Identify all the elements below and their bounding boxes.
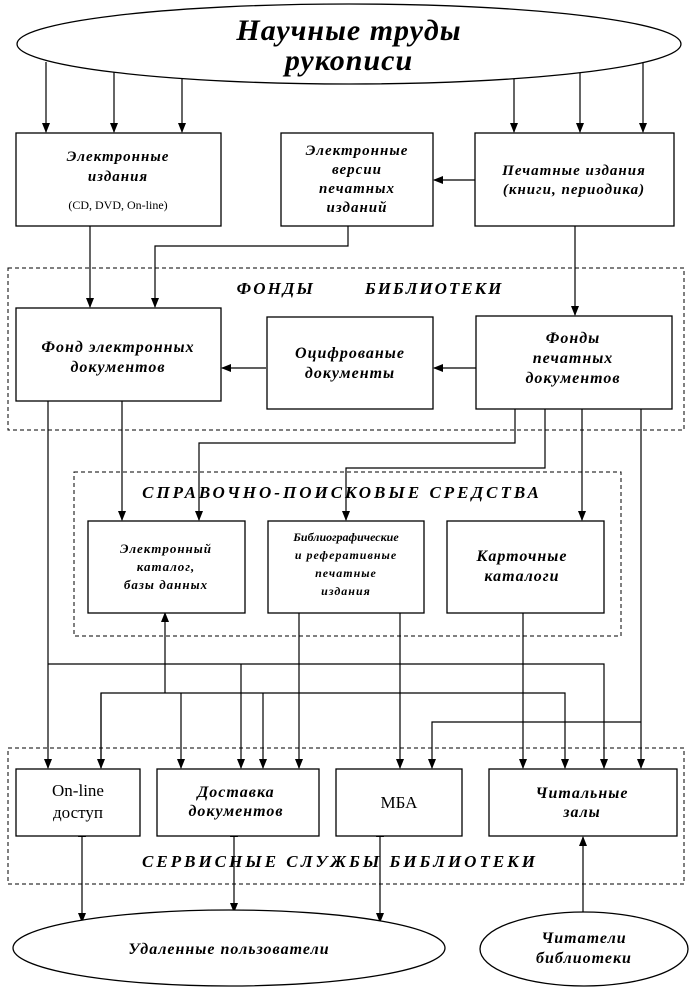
library-readers-line-2: библиотеки <box>536 950 632 967</box>
sources-ellipse: Научные труды рукописи <box>16 3 682 85</box>
reading-rooms-box: Читальные залы <box>488 768 678 837</box>
electronic-versions-line-2: версии <box>332 162 382 178</box>
library-services-title: СЕРВИСНЫЕ СЛУЖБЫ БИБЛИОТЕКИ <box>142 852 538 871</box>
electronic-catalog-line-3: базы данных <box>124 577 208 592</box>
printed-fund-line-2: печатных <box>533 350 614 367</box>
electronic-fund-line-2: документов <box>70 359 165 376</box>
digitized-documents-line-1: Оцифрованые <box>295 345 405 362</box>
sources-line-2: рукописи <box>282 44 413 77</box>
bibliographic-line-2: и реферативные <box>295 548 397 562</box>
printed-fund-line-1: Фонды <box>546 330 601 347</box>
digitized-documents-box: Оцифрованые документы <box>266 316 434 410</box>
library-services-group <box>7 747 685 885</box>
card-catalogs-box: Карточные каталоги <box>446 520 605 614</box>
electronic-versions-box: Электронные версии печатных изданий <box>280 132 434 227</box>
sources-line-1: Научные труды <box>235 14 461 47</box>
electronic-fund-line-1: Фонд электронных <box>41 339 194 356</box>
reference-tools-title: СПРАВОЧНО-ПОИСКОВЫЕ СРЕДСТВА <box>142 483 542 502</box>
library-readers-line-1: Читатели <box>541 930 626 947</box>
electronic-publications-line-2: издания <box>88 169 148 185</box>
mba-box: МБА <box>335 768 463 837</box>
remote-users-label: Удаленные пользователи <box>128 941 329 958</box>
library-funds-title: ФОНДЫ БИБЛИОТЕКИ <box>237 279 504 298</box>
electronic-versions-line-1: Электронные <box>306 143 409 159</box>
bibliographic-line-1: Библиографические <box>292 530 399 544</box>
library-funds-group <box>7 267 685 431</box>
mba-label: МБА <box>381 793 419 812</box>
electronic-versions-line-4: изданий <box>327 200 388 216</box>
digitized-documents-line-2: документы <box>305 365 395 382</box>
bibliographic-box: Библиографические и реферативные печатны… <box>267 520 425 614</box>
electronic-publications-line-1: Электронные <box>67 149 170 165</box>
remote-users-ellipse: Удаленные пользователи <box>12 909 446 987</box>
bibliographic-line-3: печатные <box>315 566 377 580</box>
electronic-publications-note: (CD, DVD, On-line) <box>68 198 167 212</box>
bibliographic-line-4: издания <box>321 584 371 598</box>
delivery-box: Доставка документов <box>156 768 320 837</box>
printed-publications-line-2: (книги, периодика) <box>503 182 645 198</box>
printed-publications-line-1: Печатные издания <box>501 163 646 179</box>
printed-fund-line-3: документов <box>525 370 620 387</box>
electronic-fund-box: Фонд электронных документов <box>15 307 222 402</box>
electronic-catalog-line-2: каталог, <box>137 559 196 574</box>
electronic-versions-line-3: печатных <box>319 181 395 197</box>
electronic-catalog-line-1: Электронный <box>120 541 212 556</box>
library-readers-ellipse: Читатели библиотеки <box>479 911 689 987</box>
card-catalogs-line-2: каталоги <box>484 568 559 585</box>
online-access-line-2: доступ <box>53 803 103 822</box>
online-access-line-1: On-line <box>52 781 104 800</box>
printed-publications-box: Печатные издания (книги, периодика) <box>474 132 675 227</box>
reading-rooms-line-1: Читальные <box>536 785 629 802</box>
card-catalogs-line-1: Карточные <box>476 548 568 565</box>
electronic-catalog-box: Электронный каталог, базы данных <box>87 520 246 614</box>
reference-tools-group <box>73 471 622 637</box>
delivery-line-1: Доставка <box>195 784 274 801</box>
reading-rooms-line-2: залы <box>562 804 601 821</box>
printed-fund-box: Фонды печатных документов <box>475 315 673 410</box>
delivery-line-2: документов <box>188 803 283 820</box>
online-access-box: On-line доступ <box>15 768 141 837</box>
electronic-publications-box: Электронные издания (CD, DVD, On-line) <box>15 132 222 227</box>
